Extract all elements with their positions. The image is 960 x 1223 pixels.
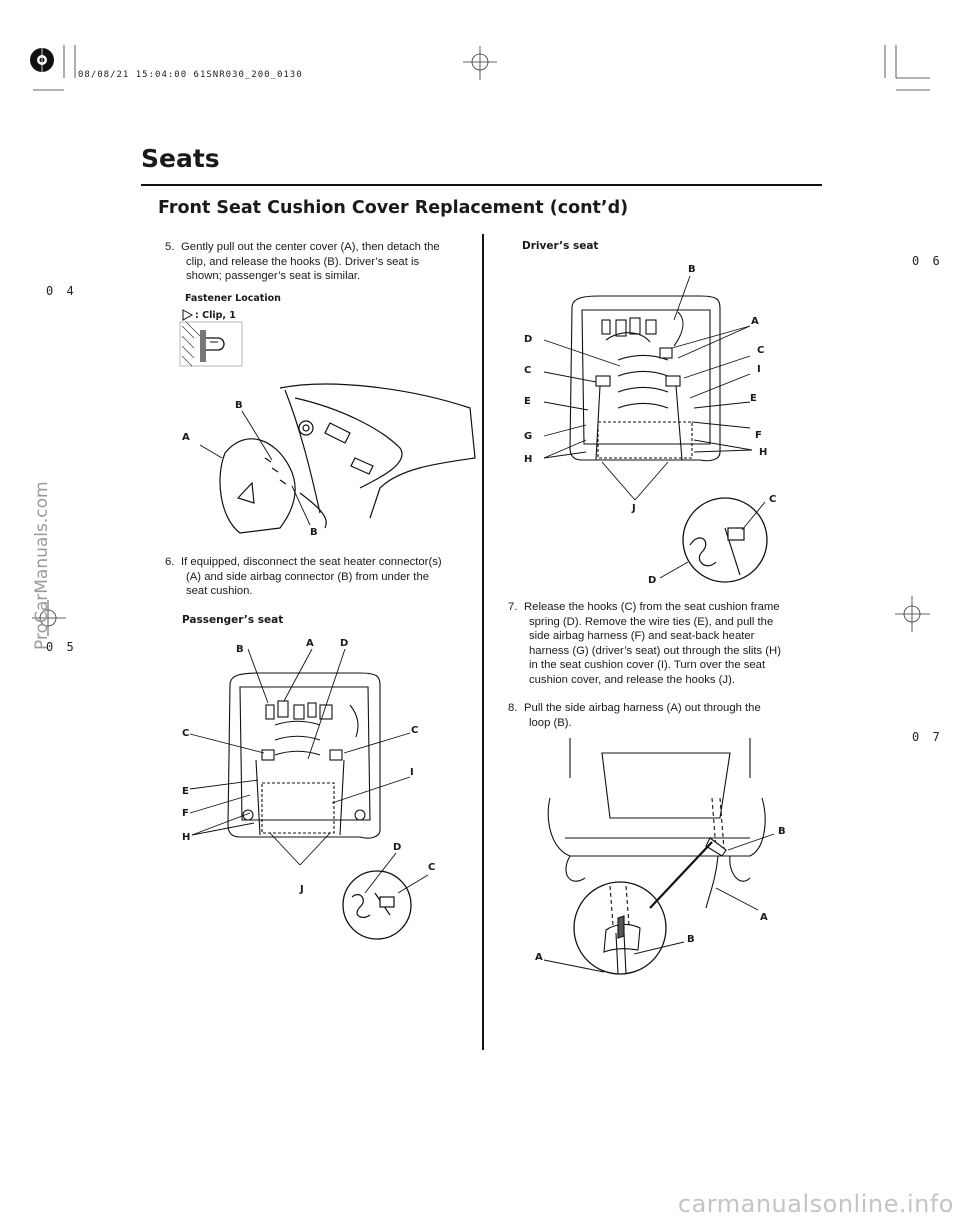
step-line: Pull the side airbag harness (A) out thr… xyxy=(524,702,761,714)
header-rule xyxy=(141,184,822,186)
pass-label-j: J xyxy=(300,884,304,895)
step-line: shown; passenger’s seat is similar. xyxy=(186,270,361,283)
step8-label-a-top: A xyxy=(760,912,768,923)
column-divider xyxy=(482,234,484,1050)
margin-mark-left-top: 0 4 xyxy=(46,284,77,298)
pass-label-d-detail: D xyxy=(393,842,402,853)
driver-seat-caption: Driver’s seat xyxy=(522,240,599,252)
page-subtitle: Front Seat Cushion Cover Replacement (co… xyxy=(158,198,629,218)
step-line: Release the hooks (C) from the seat cush… xyxy=(524,601,780,613)
pass-label-a: A xyxy=(306,638,314,649)
step8-label-a-detail: A xyxy=(535,952,543,963)
step-line: harness (G) (driver’s seat) out through … xyxy=(529,644,781,657)
footer-watermark: carmanualsonline.info xyxy=(677,1190,954,1218)
passenger-seat-figure xyxy=(189,648,429,940)
step-line: Gently pull out the center cover (A), th… xyxy=(181,241,440,253)
step-line: If equipped, disconnect the seat heater … xyxy=(181,556,442,568)
print-stamp: 08/08/21 15:04:00 61SNR030_200_0130 xyxy=(78,70,303,80)
step-number: 7. xyxy=(508,601,518,613)
airbag-harness-figure xyxy=(543,738,775,975)
step-line: clip, and release the hooks (B). Driver’… xyxy=(186,255,420,268)
pass-label-h: H xyxy=(182,832,191,843)
pass-label-b: B xyxy=(236,644,244,655)
step-number: 6. xyxy=(165,556,175,568)
step-number: 5. xyxy=(165,241,175,253)
drv-label-g: G xyxy=(524,431,533,442)
margin-mark-right-bottom: 0 7 xyxy=(912,730,943,744)
margin-mark-left-bottom: 0 5 xyxy=(46,640,77,654)
step-6: 6. If equipped, disconnect the seat heat… xyxy=(165,555,475,599)
drv-label-j: J xyxy=(632,503,636,514)
pass-label-d-top: D xyxy=(340,638,349,649)
section-title: Seats xyxy=(141,144,220,173)
step8-label-b-detail: B xyxy=(687,934,695,945)
step-line: side airbag harness (F) and seat-back he… xyxy=(529,630,755,643)
step-line: (A) and side airbag connector (B) from u… xyxy=(186,570,430,583)
step-line: seat cushion. xyxy=(186,585,253,598)
margin-mark-right-top: 0 6 xyxy=(912,254,943,268)
side-watermark: ProCarManuals.com xyxy=(32,481,52,650)
pass-label-f: F xyxy=(182,808,189,819)
drv-label-f: F xyxy=(755,430,762,441)
step-8: 8. Pull the side airbag harness (A) out … xyxy=(508,701,818,730)
drv-label-i: I xyxy=(757,364,761,375)
drv-label-h-left: H xyxy=(524,454,533,465)
step-number: 8. xyxy=(508,702,518,714)
fig1-label-b-top: B xyxy=(235,400,243,411)
drv-label-c-right: C xyxy=(757,345,765,356)
clip-detail-figure xyxy=(179,321,243,367)
drv-label-d-detail: D xyxy=(648,575,657,586)
drv-label-e-left: E xyxy=(524,396,531,407)
step-7: 7. Release the hooks (C) from the seat c… xyxy=(508,600,818,688)
fig1-label-b-bottom: B xyxy=(310,527,318,538)
drv-label-c-detail: C xyxy=(769,494,777,505)
center-cover-figure xyxy=(199,383,476,534)
step-5: 5. Gently pull out the center cover (A),… xyxy=(165,240,475,284)
pass-label-c-detail: C xyxy=(428,862,436,873)
drv-label-d: D xyxy=(524,334,533,345)
fig1-label-a: A xyxy=(182,432,190,443)
pass-label-e: E xyxy=(182,786,189,797)
fastener-location-caption: Fastener Location xyxy=(185,293,281,304)
driver-seat-figure xyxy=(543,275,768,583)
drv-label-a: A xyxy=(751,316,759,327)
step-line: spring (D). Remove the wire ties (E), an… xyxy=(529,615,774,628)
drv-label-h-right: H xyxy=(759,447,768,458)
step-line: cushion cover, and release the hooks (J)… xyxy=(529,673,735,686)
clip-legend-triangle-icon xyxy=(182,309,194,321)
pass-label-c-left: C xyxy=(182,728,190,739)
pass-label-i: I xyxy=(410,767,414,778)
step-line: loop (B). xyxy=(529,716,572,729)
step-line: in the seat cushion cover (I). Turn over… xyxy=(529,659,766,672)
pass-label-c-right: C xyxy=(411,725,419,736)
drv-label-b: B xyxy=(688,264,696,275)
passenger-seat-caption: Passenger’s seat xyxy=(182,614,284,626)
step8-label-b-top: B xyxy=(778,826,786,837)
clip-legend: : Clip, 1 xyxy=(195,310,236,321)
drv-label-c-left: C xyxy=(524,365,532,376)
drv-label-e-right: E xyxy=(750,393,757,404)
